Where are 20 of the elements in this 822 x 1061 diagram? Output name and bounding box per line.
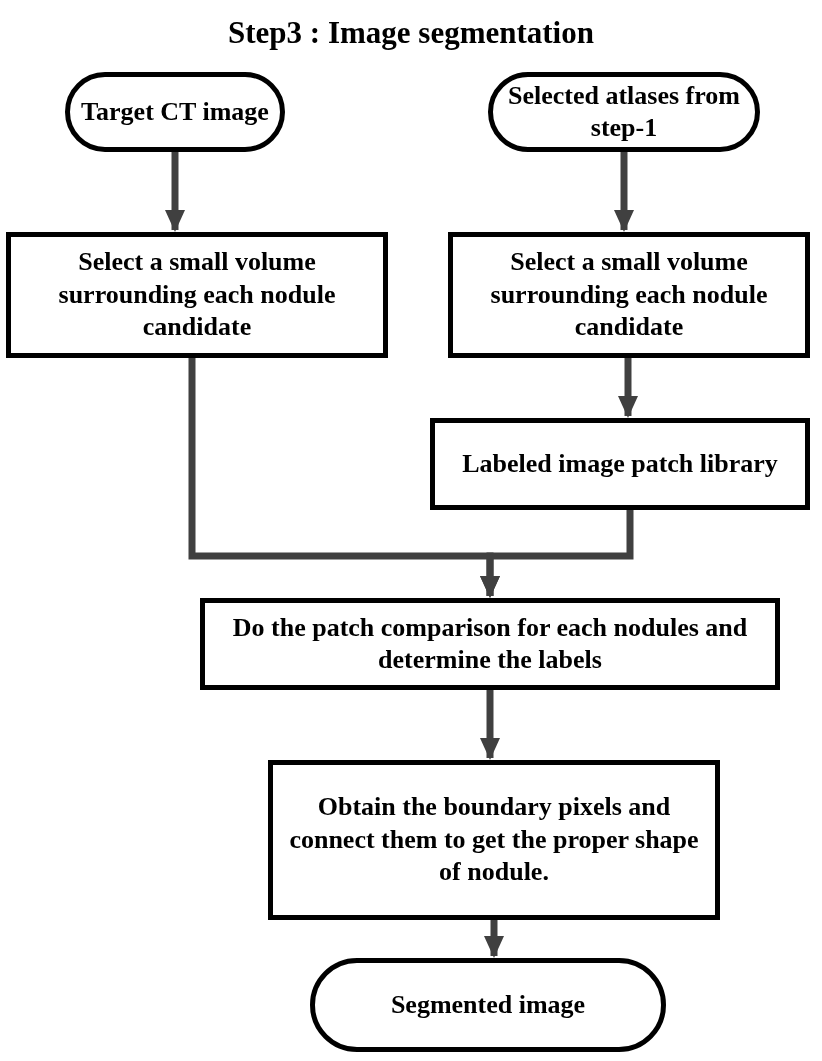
node-text: Selected atlases from step-1: [507, 79, 741, 144]
node-text: Target CT image: [81, 95, 269, 128]
process-box: [200, 598, 780, 690]
arrow: [480, 690, 500, 760]
process-box: [6, 232, 388, 358]
arrow: [618, 358, 638, 418]
process-box: [430, 418, 810, 510]
node-text: Segmented image: [390, 988, 586, 1021]
node-text: Obtain the boundary pixels and connect them to get the proper shape of nodule.: [288, 791, 700, 889]
process-box: [268, 760, 720, 920]
node-text: Select a small volume surrounding each nodule candidate: [57, 246, 337, 344]
arrow: [614, 152, 634, 232]
node-text: Select a small volume surrounding each nodule candidate: [489, 246, 769, 344]
arrow: [484, 920, 504, 958]
arrow: [165, 152, 185, 232]
node-text: Labeled image patch library: [462, 447, 778, 480]
node-text: Do the patch comparison for each nodules and determine the labels: [231, 611, 749, 676]
arrow: [480, 510, 634, 598]
process-box: [448, 232, 810, 358]
diagram-title: Step3 : Image segmentation: [227, 14, 595, 52]
